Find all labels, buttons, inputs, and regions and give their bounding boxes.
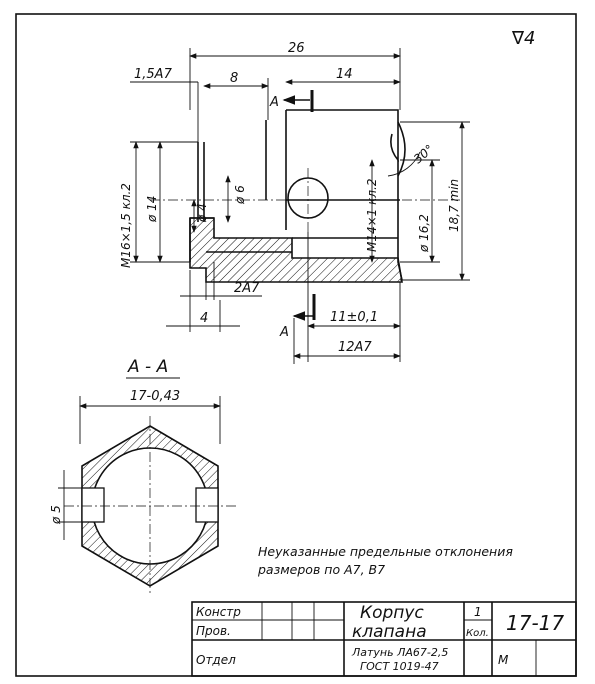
dim-2a7: 2A7 [234, 281, 260, 296]
dim-dia-5: ø 5 [49, 505, 63, 525]
section-title: A - A [127, 357, 168, 377]
tb-label-konstr: Констр [196, 605, 241, 619]
dim-26: 26 [288, 41, 305, 56]
section-mark-top: A [269, 95, 279, 110]
tolerance-note-line1: Неуказанные предельные отклонения [258, 544, 513, 559]
section-a-a: A - A 17-0,43 ø 5 [49, 357, 236, 596]
part-name-line1: Корпус [360, 603, 424, 623]
dim-12a7: 12A7 [338, 340, 372, 355]
dim-dia-14: ø 14 [145, 196, 159, 223]
part-name-line2: клапана [352, 622, 427, 642]
main-view: 26 1,5A7 8 14 A A M16×1,5 кл.2 ø 14 ø 4 [119, 41, 470, 364]
dim-dia-4: ø 4 [195, 203, 209, 223]
tb-quantity: 1 [474, 605, 482, 619]
dim-m16-thread: M16×1,5 кл.2 [119, 183, 133, 268]
dim-dia-6: ø 6 [233, 185, 247, 205]
dim-dia-16-2: ø 16,2 [417, 214, 431, 253]
dim-11-tol: 11±0,1 [330, 310, 378, 325]
tb-label-otdel: Отдел [196, 653, 236, 667]
tb-label-prov: Пров. [196, 624, 231, 638]
dim-18-7-min: 18,7 min [447, 179, 461, 232]
dim-m14-thread: M14×1 кл.2 [365, 179, 379, 253]
dim-8: 8 [230, 71, 238, 86]
tolerance-note-line2: размеров по A7, B7 [257, 562, 385, 577]
dim-4: 4 [200, 311, 208, 326]
dim-1-5a7: 1,5A7 [134, 67, 173, 82]
tb-scale-mark: М [498, 653, 509, 667]
dim-14: 14 [336, 67, 353, 82]
material-line1: Латунь ЛА67-2,5 [351, 646, 448, 659]
tb-quantity-label: Кол. [466, 628, 489, 639]
roughness-mark: ∇4 [511, 28, 536, 49]
title-block: Констр Пров. Отдел Корпус клапана 1 Кол.… [191, 601, 577, 677]
drawing-number: 17-17 [506, 611, 564, 635]
dim-17-tol: 17-0,43 [130, 389, 180, 404]
material-line2: ГОСТ 1019-47 [360, 660, 439, 673]
section-mark-bottom: A [279, 325, 289, 340]
